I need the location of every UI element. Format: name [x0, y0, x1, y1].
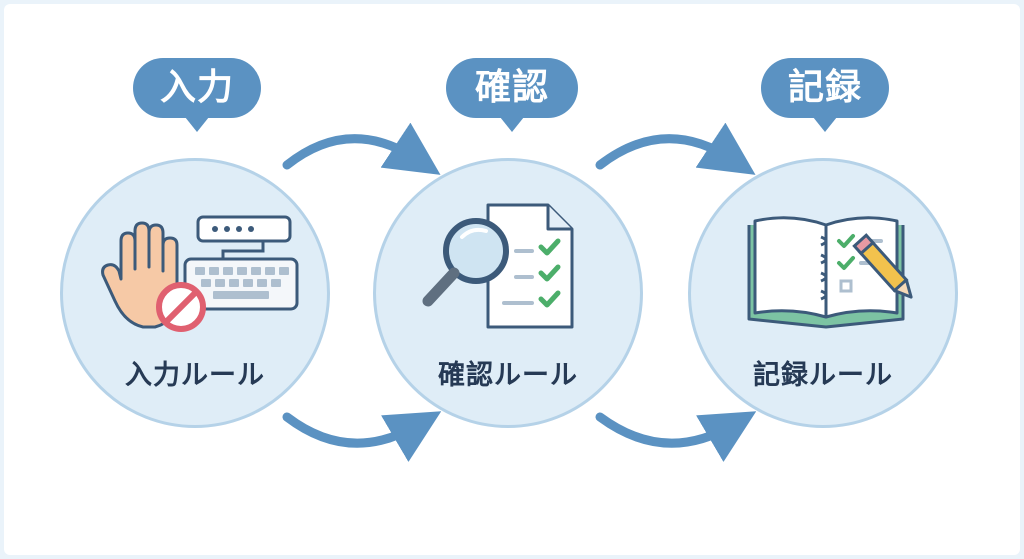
bubble-input: 入力 — [133, 58, 261, 132]
circle-record-rule: 記録ルール — [688, 158, 958, 428]
label-input-rule: 入力ルール — [125, 360, 265, 391]
notebook-pencil-icon — [747, 216, 913, 329]
bubble-confirm: 確認 — [446, 58, 578, 132]
magnifier-checklist-icon — [422, 203, 574, 329]
bubble-record: 記録 — [761, 58, 889, 132]
label-record-rule: 記録ルール — [753, 360, 893, 391]
label-confirm-rule: 確認ルール — [438, 360, 578, 391]
circle-input-rule: 入力ルール — [60, 158, 330, 428]
hand-keyboard-prohibited-icon — [101, 215, 299, 332]
circle-confirm-rule: 確認ルール — [373, 158, 643, 428]
